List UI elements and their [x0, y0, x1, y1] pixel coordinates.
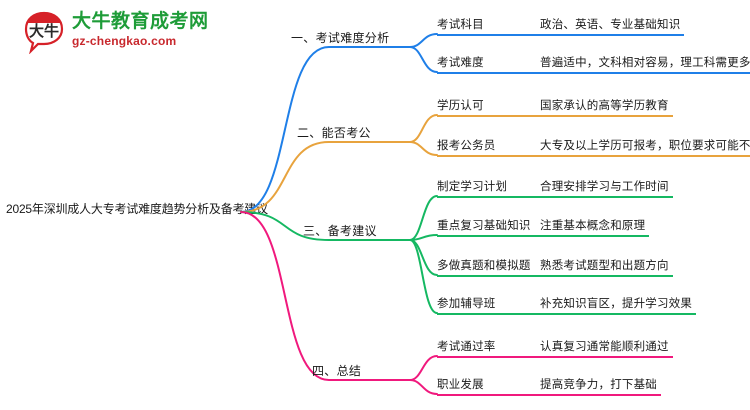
mindmap-leaf-underline: [437, 196, 673, 198]
mindmap-leaf-underline: [437, 394, 661, 396]
mindmap-branch-label[interactable]: 四、总结: [312, 364, 362, 378]
mindmap-branch-label[interactable]: 一、考试难度分析: [291, 31, 390, 45]
mindmap-leaf-value: 熟悉考试题型和出题方向: [540, 260, 669, 272]
mindmap-leaf-key: 报考公务员: [437, 140, 496, 152]
mindmap-leaf-key: 制定学习计划: [437, 181, 508, 193]
mindmap-leaf-value: 提高竞争力，打下基础: [540, 379, 657, 391]
mindmap-leaf-underline: [437, 72, 750, 74]
mindmap-center-title: 2025年深圳成人大专考试难度趋势分析及备考建议: [6, 202, 268, 216]
mindmap-leaf-value: 认真复习通常能顺利通过: [540, 341, 669, 353]
mindmap-leaf-key: 职业发展: [437, 379, 484, 391]
logo-text: 大牛教育成考网 gz-chengkao.com: [72, 10, 209, 49]
logo-title: 大牛教育成考网: [72, 11, 209, 32]
site-logo[interactable]: 大牛 大牛教育成考网 gz-chengkao.com: [22, 8, 222, 56]
svg-text:大牛: 大牛: [29, 22, 59, 40]
mindmap-leaf-value: 大专及以上学历可报考，职位要求可能不同: [540, 140, 750, 152]
mindmap-leaf-value: 合理安排学习与工作时间: [540, 181, 669, 193]
mindmap-leaf-underline: [437, 115, 673, 117]
mindmap-leaf-key: 重点复习基础知识: [437, 220, 531, 232]
mindmap-leaf-key: 多做真题和模拟题: [437, 260, 531, 272]
mindmap-leaf-underline: [437, 313, 696, 315]
mindmap-leaf-underline: [437, 356, 673, 358]
mindmap-leaf-key: 考试科目: [437, 19, 484, 31]
mindmap-leaf-value: 补充知识盲区，提升学习效果: [540, 298, 693, 310]
mindmap-leaf-value: 普遍适中，文科相对容易，理工科需更多时间: [540, 57, 750, 69]
mindmap-leaf-key: 参加辅导班: [437, 298, 496, 310]
mindmap-branch-label[interactable]: 三、备考建议: [303, 224, 377, 238]
mindmap-leaf-key: 考试难度: [437, 57, 484, 69]
mindmap-leaf-underline: [437, 235, 649, 237]
logo-subtitle: gz-chengkao.com: [72, 34, 177, 48]
mindmap-leaf-underline: [437, 275, 673, 277]
mindmap-branch-label[interactable]: 二、能否考公: [297, 126, 371, 140]
mindmap-leaf-value: 注重基本概念和原理: [540, 220, 646, 232]
mindmap-leaf-underline: [437, 34, 684, 36]
mindmap-leaf-key: 考试通过率: [437, 341, 496, 353]
daniu-bull-logo-icon: 大牛: [24, 11, 64, 54]
mindmap-leaf-value: 国家承认的高等学历教育: [540, 100, 669, 112]
mindmap-leaf-value: 政治、英语、专业基础知识: [540, 19, 681, 31]
mindmap-leaf-underline: [437, 155, 750, 157]
mindmap-leaf-key: 学历认可: [437, 100, 484, 112]
